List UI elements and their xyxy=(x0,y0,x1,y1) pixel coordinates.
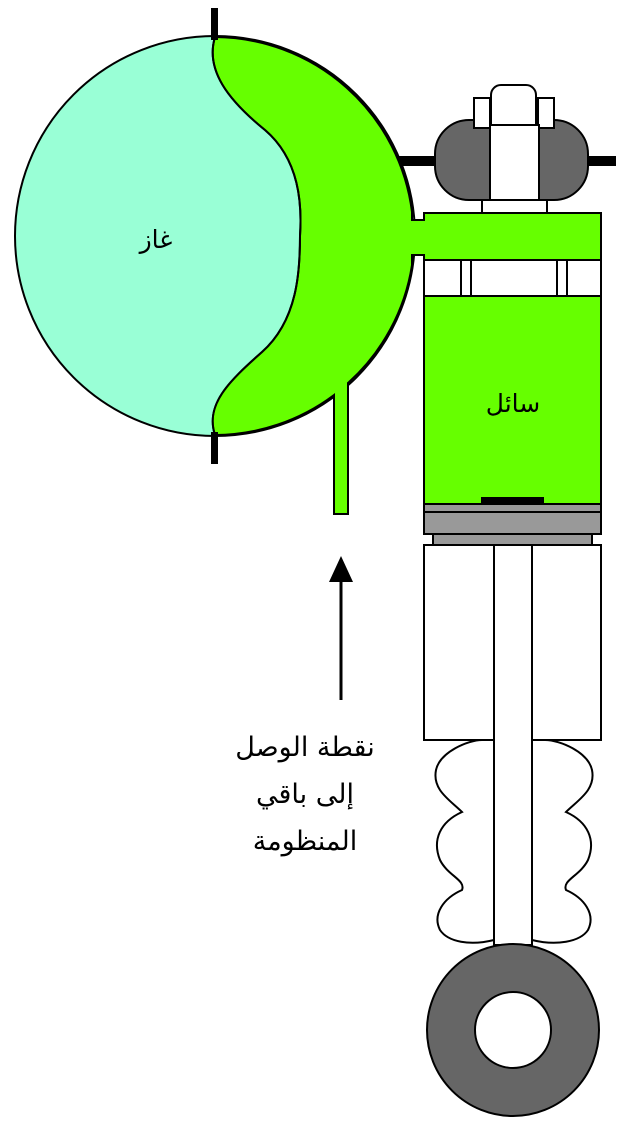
piston-seal xyxy=(423,511,602,535)
bottom-eye-hole xyxy=(474,991,552,1069)
arrow-head xyxy=(329,556,353,582)
gas-label: غاز xyxy=(138,225,173,254)
connection-label-line2: إلى باقي xyxy=(256,779,354,810)
connection-label-line3: المنظومة xyxy=(253,826,358,857)
stud-shaft xyxy=(489,124,540,203)
fluid-label: سائل xyxy=(486,389,540,418)
diaphragm xyxy=(211,36,302,436)
piston-rod xyxy=(493,544,533,946)
stud-washer xyxy=(481,199,548,214)
clamp-top xyxy=(211,8,218,40)
clamp-bottom xyxy=(211,432,218,464)
bellows-right xyxy=(531,739,594,944)
fluid-chamber xyxy=(423,295,602,505)
cylinder-upper-collar xyxy=(423,259,602,297)
piston-lower-plate xyxy=(432,533,593,546)
piston-upper-plate xyxy=(423,503,602,513)
connection-label-line1: نقطة الوصل xyxy=(235,732,374,763)
bellows-left xyxy=(434,739,495,944)
piston-top-mark xyxy=(481,497,544,504)
